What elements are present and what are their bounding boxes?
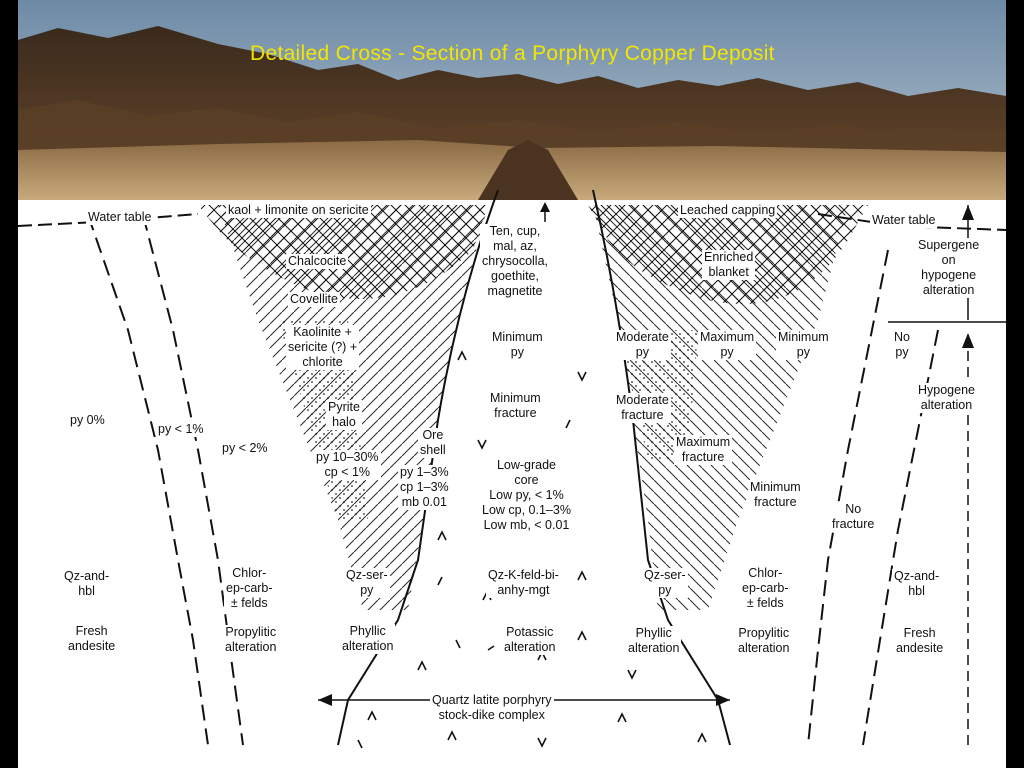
pyrite-halo-label: Pyrite halo bbox=[326, 400, 362, 430]
minimum-py-right-label: Minimum py bbox=[776, 330, 831, 360]
water-table-label-right: Water table bbox=[870, 213, 938, 228]
covellite-label: Covellite bbox=[288, 292, 340, 307]
pyrite-halo-values: py 10–30% cp < 1% bbox=[314, 450, 381, 480]
arrow-up-icon bbox=[962, 333, 974, 348]
potassic-label: Potassic alteration bbox=[502, 625, 558, 655]
arrow-up-icon bbox=[540, 202, 550, 212]
qz-k-feld-label: Qz-K-feld-bi- anhy-mgt bbox=[486, 568, 561, 598]
propylitic-boundary-left-outer bbox=[87, 214, 209, 746]
leached-capping-label: Leached capping bbox=[678, 203, 778, 218]
no-fracture-label: No fracture bbox=[830, 502, 877, 532]
slide-frame: Detailed Cross - Section of a Porphyry C… bbox=[18, 0, 1006, 768]
chlor-ep-label-right: Chlor- ep-carb- ± felds bbox=[740, 566, 791, 611]
propylitic-boundary-right-inner bbox=[807, 249, 889, 746]
moderate-py-label: Moderate py bbox=[614, 330, 671, 360]
supergene-label: Supergene on hypogene alteration bbox=[916, 238, 982, 298]
propylitic-label-right: Propylitic alteration bbox=[736, 626, 792, 656]
arrow-right-icon bbox=[716, 694, 730, 706]
no-py-label: No py bbox=[892, 330, 912, 360]
fresh-andesite-label-left: Fresh andesite bbox=[66, 624, 118, 654]
ore-shell-values: py 1–3% cp 1–3% mb 0.01 bbox=[398, 465, 451, 510]
phyllic-label-left: Phyllic alteration bbox=[340, 624, 396, 654]
low-grade-core-label: Low-grade core Low py, < 1% Low cp, 0.1–… bbox=[480, 458, 573, 533]
enriched-blanket-label: Enriched blanket bbox=[702, 250, 756, 280]
qz-hbl-label-right: Qz-and- hbl bbox=[892, 569, 942, 599]
qz-hbl-label-left: Qz-and- hbl bbox=[62, 569, 112, 599]
minimum-fracture-right-label: Minimum fracture bbox=[748, 480, 803, 510]
qz-ser-label-right: Qz-ser- py bbox=[642, 568, 688, 598]
hypogene-label: Hypogene alteration bbox=[916, 383, 977, 413]
minimum-py-label: Minimum py bbox=[490, 330, 545, 360]
moderate-fracture-label: Moderate fracture bbox=[614, 393, 671, 423]
propylitic-label-left: Propylitic alteration bbox=[223, 625, 279, 655]
chalcocite-label: Chalcocite bbox=[286, 254, 349, 269]
propylitic-boundary-left-inner bbox=[142, 214, 244, 746]
phyllic-zone-right bbox=[593, 205, 848, 610]
kaol-limonite-label: kaol + limonite on sericite bbox=[226, 203, 371, 218]
slide-title: Detailed Cross - Section of a Porphyry C… bbox=[250, 42, 775, 65]
ore-shell-label: Ore shell bbox=[418, 428, 448, 458]
arrow-left-icon bbox=[318, 694, 332, 706]
arrow-up-icon bbox=[962, 205, 974, 220]
ten-cup-label: Ten, cup, mal, az, chrysocolla, goethite… bbox=[480, 224, 550, 299]
quartz-latite-label: Quartz latite porphyry stock-dike comple… bbox=[430, 693, 554, 723]
minimum-fracture-center-label: Minimum fracture bbox=[488, 391, 543, 421]
py-lt1-label: py < 1% bbox=[156, 422, 206, 437]
fresh-andesite-label-right: Fresh andesite bbox=[894, 626, 946, 656]
propylitic-boundary-right-outer bbox=[862, 329, 939, 746]
maximum-fracture-label: Maximum fracture bbox=[674, 435, 733, 465]
water-table-label-left: Water table bbox=[86, 210, 154, 225]
maximum-py-label: Maximum py bbox=[698, 330, 757, 360]
py-lt2-label: py < 2% bbox=[220, 441, 270, 456]
phyllic-label-right: Phyllic alteration bbox=[626, 626, 682, 656]
mountain-landscape-photo bbox=[18, 0, 1006, 200]
chlor-ep-label-left: Chlor- ep-carb- ± felds bbox=[224, 566, 275, 611]
supergene-blanket-left bbox=[198, 205, 488, 299]
py-0-label: py 0% bbox=[68, 413, 107, 428]
kaolinite-label: Kaolinite + sericite (?) + chlorite bbox=[286, 325, 360, 370]
qz-ser-label-left: Qz-ser- py bbox=[344, 568, 390, 598]
